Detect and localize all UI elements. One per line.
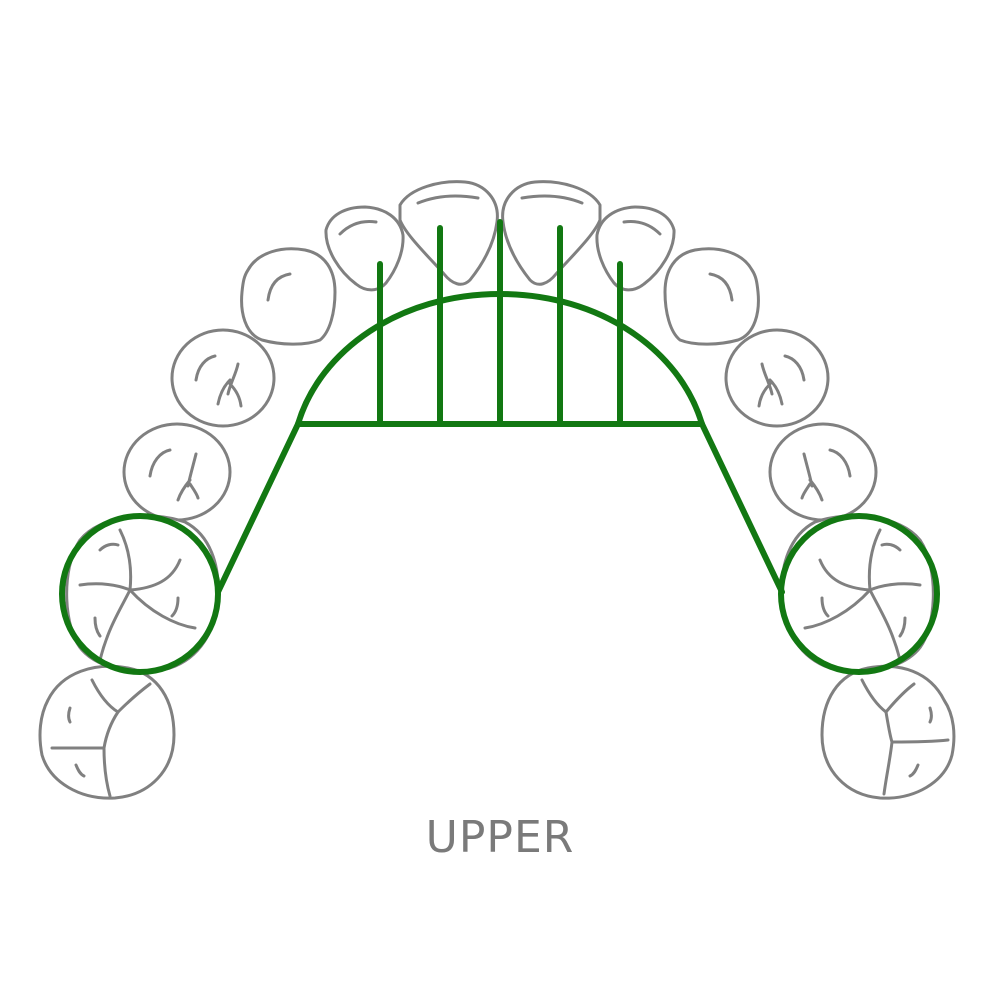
canine-right [240,247,337,346]
connector-arm-left [699,421,785,595]
central-incisor-left [501,180,602,286]
canine-left [663,247,760,346]
teeth [38,180,956,800]
lateral-incisor-left [595,205,676,292]
first-premolar-right [170,328,276,428]
lateral-incisor-right [324,205,405,292]
second-premolar-left [768,422,878,522]
palatal-appliance [59,219,940,675]
connector-arm-right [215,421,301,595]
central-incisor-right [398,180,499,286]
arch-label: UPPER [425,812,575,863]
second-molar-left [820,664,956,800]
second-premolar-right [122,422,232,522]
first-premolar-left [724,328,830,428]
second-molar-right [38,664,176,800]
